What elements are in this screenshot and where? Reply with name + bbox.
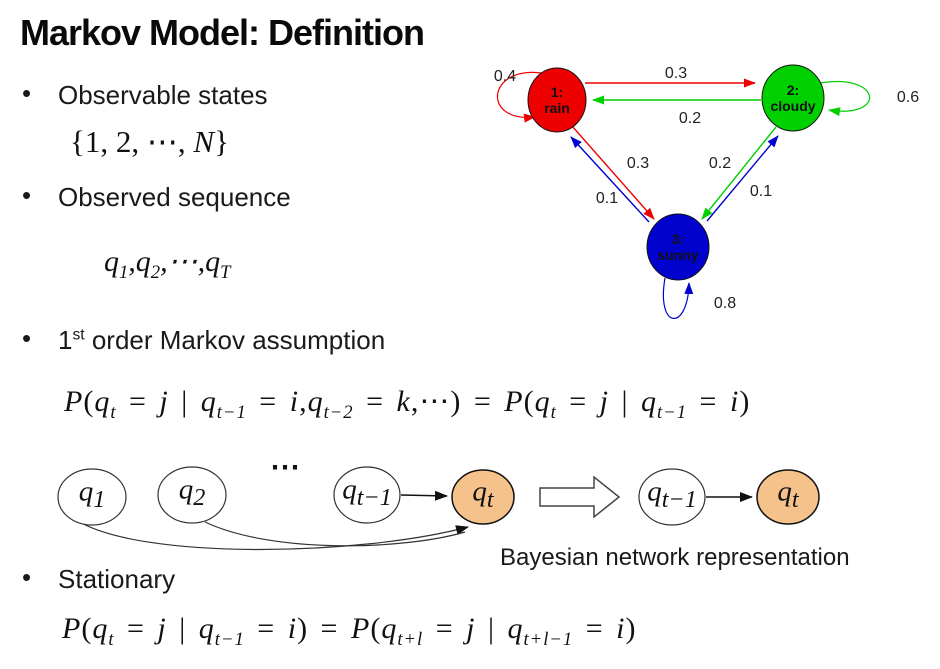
bullet-dot: • [22, 78, 32, 108]
bullet-label: order Markov assumption [84, 325, 386, 355]
bullet-label: Stationary [58, 564, 176, 594]
bullet-label: Observable states [58, 80, 268, 110]
math-observed-sequence: q1,q2,⋯,qT [104, 245, 231, 283]
chain-node-qt [451, 469, 515, 525]
state-diagram-canvas: 1: rain 2: cloudy 3: sunny 0.4 0.3 0.2 0… [494, 64, 919, 319]
chain-node-q2 [157, 466, 227, 524]
state-node-cloudy [761, 64, 825, 132]
edge-cloudy-self [819, 81, 871, 117]
chain-label-qt: qt [472, 475, 494, 514]
prob-label-sunny-cloudy: 0.1 [750, 183, 772, 200]
math-stationary: P(qt = j | qt−1 = i) = P(qt+l = j | qt+l… [62, 612, 637, 650]
math-states-set: {1, 2, ⋯, N} [70, 124, 229, 159]
state-node-sunny [646, 213, 710, 281]
prob-label-cloudy-sunny: 0.2 [709, 155, 731, 172]
prob-label-rain-cloudy: 0.3 [665, 65, 687, 82]
edge-q1-to-qt [77, 520, 469, 551]
edge-sunny-to-cloudy [706, 135, 779, 222]
state-transition-diagram: 1: rain 2: cloudy 3: sunny 0.4 0.3 0.2 0… [458, 55, 940, 345]
state-label-rain-name: rain [544, 100, 570, 116]
chain-node-qt-reduced [756, 469, 820, 525]
bayes-network-diagram: q1 q2 ⋯ qt−1 qt qt−1 qt [18, 448, 928, 583]
edge-q2-to-qt [204, 521, 466, 547]
bullet-dot: • [22, 180, 32, 210]
bullet-dot: • [22, 323, 32, 353]
state-node-rain [527, 67, 587, 133]
chain-label-q2: q2 [178, 473, 206, 512]
chain-node-q1 [57, 468, 127, 526]
prob-label-cloudy-self: 0.6 [897, 89, 919, 106]
chain-label-qt-1: qt−1 [342, 473, 392, 512]
math-markov-assumption: P(qt = j | qt−1 = i,qt−2 = k,⋯) = P(qt =… [64, 385, 751, 423]
state-label-sunny-number: 3: [672, 231, 684, 247]
edge-rain-self [496, 72, 552, 123]
chain-node-qt-1 [333, 466, 401, 524]
state-label-rain-number: 1: [551, 84, 563, 100]
prob-label-cloudy-rain: 0.2 [679, 110, 701, 127]
chain-label-qt-reduced: qt [777, 475, 799, 514]
chain-ellipsis: ⋯ [270, 450, 302, 485]
bullet-label: Observed sequence [58, 182, 291, 212]
state-label-cloudy-number: 2: [787, 82, 799, 98]
state-label-cloudy-name: cloudy [770, 98, 815, 114]
bullet-label: 1 [58, 325, 73, 355]
edge-sunny-self [662, 277, 694, 319]
ordinal-suffix: st [72, 326, 85, 344]
page-title: Markov Model: Definition [20, 12, 425, 53]
chain-node-qt-1-reduced [638, 468, 706, 526]
prob-label-sunny-rain: 0.1 [596, 190, 618, 207]
bayes-chain-canvas [57, 466, 820, 551]
edge-rain-to-sunny [571, 125, 655, 220]
prob-label-rain-sunny: 0.3 [627, 155, 649, 172]
implies-block-arrow-icon [539, 475, 621, 519]
prob-label-rain-self: 0.4 [494, 68, 516, 85]
edge-cloudy-to-sunny [701, 126, 777, 220]
chain-label-qt-1-reduced: qt−1 [647, 475, 697, 514]
prob-label-sunny-self: 0.8 [714, 295, 736, 312]
bullet-dot: • [22, 562, 32, 592]
chain-label-q1: q1 [78, 475, 106, 514]
edge-sunny-to-rain [570, 136, 650, 223]
bayes-caption: Bayesian network representation [500, 544, 850, 571]
edge-qt-1-to-qt [400, 490, 448, 501]
state-label-sunny-name: sunny [657, 247, 698, 263]
